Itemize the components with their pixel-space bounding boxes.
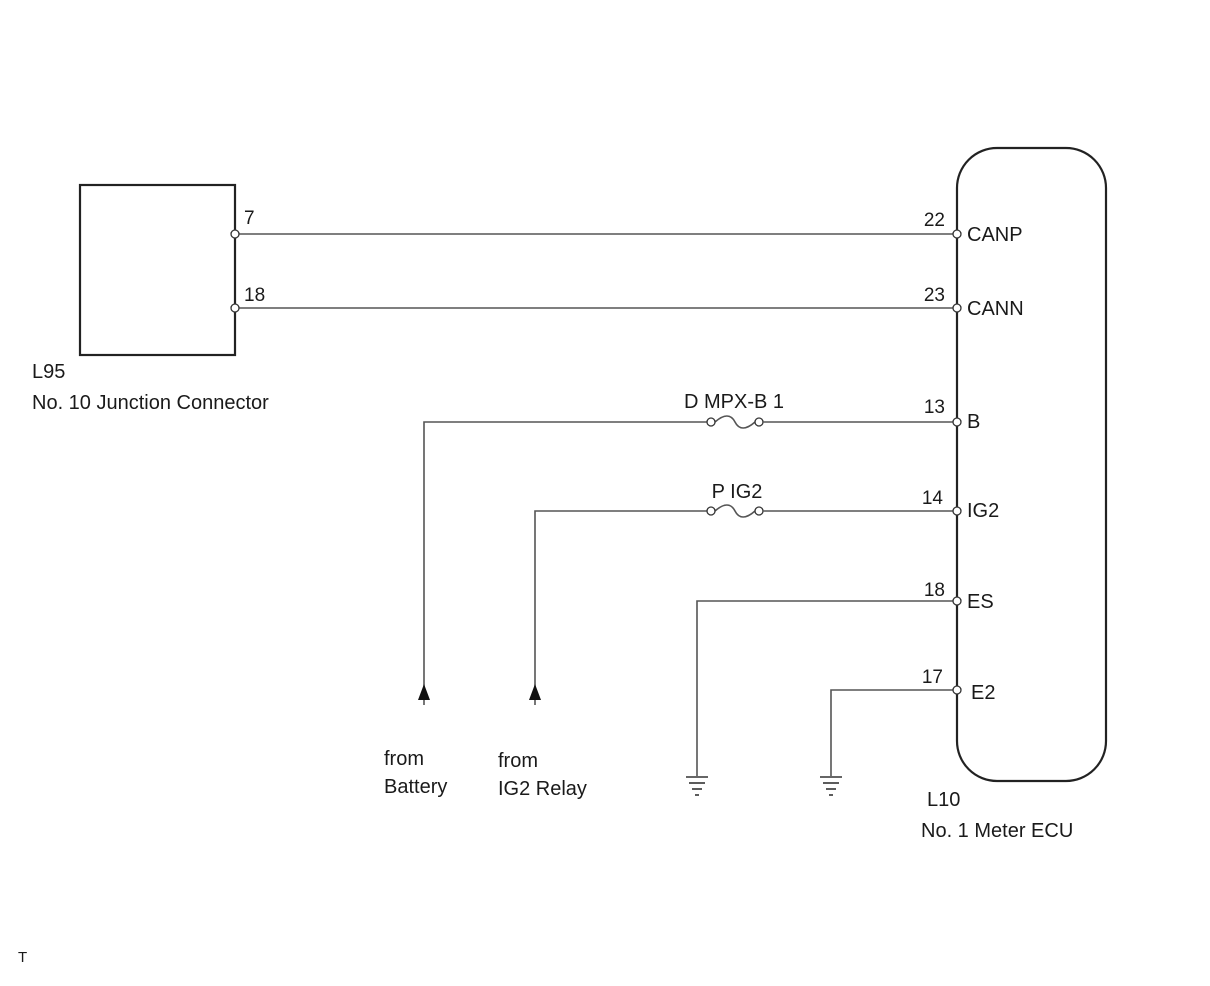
source-battery-line2: Battery: [384, 776, 447, 798]
l95-pin-7: 7: [244, 208, 255, 229]
pin-node-l10-17: [952, 685, 962, 695]
pin-node-l10-22: [952, 229, 962, 239]
pin-node-l10-13: [952, 417, 962, 427]
l10-pin-18-label: ES: [967, 591, 994, 613]
l10-pin-13-number: 13: [924, 397, 945, 418]
fuse-d-mpx-b1-left-node: [706, 417, 716, 427]
corner-mark: T: [18, 949, 27, 966]
pin-node-l10-14: [952, 506, 962, 516]
l95-name: No. 10 Junction Connector: [32, 392, 269, 414]
l95-junction-connector-box: [78, 183, 237, 357]
pin-node-l10-23: [952, 303, 962, 313]
pin-node-l95-18: [230, 303, 240, 313]
fuse-p-ig2-right-node: [754, 506, 764, 516]
l10-pin-13-label: B: [967, 411, 980, 433]
source-battery-line1: from: [384, 748, 424, 770]
pin-node-l10-18: [952, 596, 962, 606]
fuse-p-ig2-label: P IG2: [712, 481, 763, 503]
wire-battery-b: [423, 421, 711, 705]
wire-e2-ground: [830, 689, 957, 776]
l10-pin-14-number: 14: [922, 488, 944, 509]
arrow-up-battery-icon: [418, 684, 430, 700]
l10-pin-22-label: CANP: [967, 224, 1023, 246]
l10-pin-22-number: 22: [924, 210, 945, 231]
fuse-d-mpx-b1-symbol: [714, 415, 756, 429]
source-ig2-relay-line2: IG2 Relay: [498, 778, 587, 800]
l95-pin-18: 18: [244, 285, 265, 306]
fuse-d-mpx-b1-right-node: [754, 417, 764, 427]
l10-pin-17-number: 17: [922, 667, 943, 688]
l10-pin-18-number: 18: [924, 580, 945, 601]
ground-es-icon: [686, 776, 708, 796]
fuse-p-ig2-symbol: [714, 504, 756, 518]
source-ig2-relay-line1: from: [498, 750, 538, 772]
l10-pin-14-label: IG2: [967, 500, 999, 522]
arrow-up-ig2-relay-icon: [529, 684, 541, 700]
l10-pin-17-label: E2: [971, 682, 995, 704]
fuse-p-ig2-left-node: [706, 506, 716, 516]
l10-name: No. 1 Meter ECU: [921, 820, 1073, 842]
l10-meter-ecu-box: [955, 146, 1108, 783]
wire-es-ground: [696, 600, 957, 776]
l10-pin-23-label: CANN: [967, 298, 1024, 320]
l95-code: L95: [32, 361, 65, 383]
pin-node-l95-7: [230, 229, 240, 239]
wire-ig2: [534, 510, 711, 705]
ground-e2-icon: [820, 776, 842, 796]
l10-pin-23-number: 23: [924, 285, 945, 306]
l10-code: L10: [927, 789, 960, 811]
fuse-d-mpx-b1-label: D MPX-B 1: [684, 391, 784, 413]
